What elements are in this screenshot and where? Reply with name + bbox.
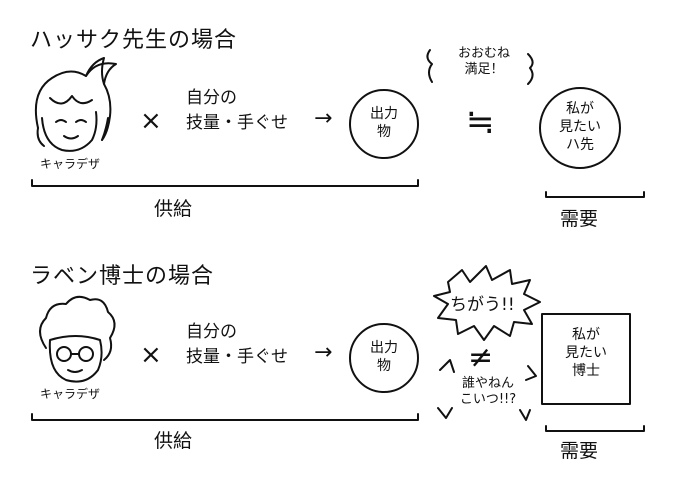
whisper-bubble bbox=[437, 359, 537, 421]
demand-box-2 bbox=[541, 313, 631, 405]
section1-bubble-line2: 満足！ bbox=[464, 62, 504, 77]
output-circle-2 bbox=[349, 323, 419, 393]
section2-want-line1: 私が bbox=[572, 327, 600, 343]
section1-want-line3: ハ先 bbox=[566, 137, 594, 153]
section1-character-caption: キャラデザ bbox=[40, 157, 101, 171]
section2-output-line2: 物 bbox=[377, 358, 391, 374]
output-circle-1 bbox=[349, 89, 419, 159]
section2-skill-line2: 技量・手ぐせ bbox=[186, 347, 288, 367]
section2-times-sign: × bbox=[140, 340, 162, 370]
section2-character-caption: キャラデザ bbox=[40, 387, 101, 401]
section2-title: ラベン博士の場合 bbox=[30, 264, 215, 289]
section2-whisper-line1: 誰やねん bbox=[461, 376, 514, 391]
section1-approx-sign: ≒ bbox=[466, 102, 495, 142]
section1-want-line2: 見たい bbox=[559, 119, 601, 135]
section2-supply-label: 供給 bbox=[154, 430, 193, 452]
section1-skill-line1: 自分の bbox=[186, 88, 237, 108]
section2-arrow: → bbox=[314, 340, 333, 365]
section2-whisper-line2: こいつ!!? bbox=[459, 392, 517, 407]
section2-whisper-text: 誰やねん こいつ!!? bbox=[448, 376, 528, 408]
section1-supply-label: 供給 bbox=[154, 198, 193, 220]
section1-output-label: 出力 物 bbox=[364, 105, 404, 141]
section1-output-line1: 出力 bbox=[370, 106, 398, 122]
section1-arrow: → bbox=[314, 106, 333, 131]
section1-bubble-text: おおむね 満足！ bbox=[446, 46, 522, 78]
section2-skill-text: 自分の 技量・手ぐせ bbox=[186, 320, 288, 370]
satisfied-bubble bbox=[426, 49, 534, 85]
section1-times-sign: × bbox=[140, 106, 162, 136]
hassaku-character-drawing bbox=[34, 57, 117, 152]
supply-bracket-1 bbox=[31, 179, 419, 187]
demand-circle-1 bbox=[539, 87, 621, 169]
section2-demand-label: 需要 bbox=[560, 440, 599, 462]
section2-want-label: 私が 見たい 博士 bbox=[556, 326, 616, 380]
section2-skill-line1: 自分の bbox=[186, 322, 237, 342]
demand-bracket-1 bbox=[545, 191, 645, 198]
section1-skill-text: 自分の 技量・手ぐせ bbox=[186, 86, 288, 136]
shout-bubble bbox=[433, 265, 541, 341]
section2-output-line1: 出力 bbox=[370, 340, 398, 356]
section2-shout-text: ちがう!! bbox=[450, 295, 515, 315]
section2-want-line3: 博士 bbox=[572, 363, 600, 379]
section1-bubble-line1: おおむね bbox=[457, 46, 510, 61]
supply-bracket-2 bbox=[31, 413, 419, 421]
section2-output-label: 出力 物 bbox=[364, 339, 404, 375]
section1-want-line1: 私が bbox=[566, 101, 594, 117]
section1-title: ハッサク先生の場合 bbox=[30, 28, 238, 53]
section1-output-line2: 物 bbox=[377, 124, 391, 140]
section2-not-equal-sign: ≠ bbox=[468, 340, 494, 375]
section1-want-label: 私が 見たい ハ先 bbox=[552, 100, 608, 154]
section2-want-line2: 見たい bbox=[565, 345, 607, 361]
raben-character-drawing bbox=[39, 295, 116, 383]
section1-demand-label: 需要 bbox=[560, 208, 599, 230]
demand-bracket-2 bbox=[545, 425, 645, 432]
section1-skill-line2: 技量・手ぐせ bbox=[186, 113, 288, 133]
